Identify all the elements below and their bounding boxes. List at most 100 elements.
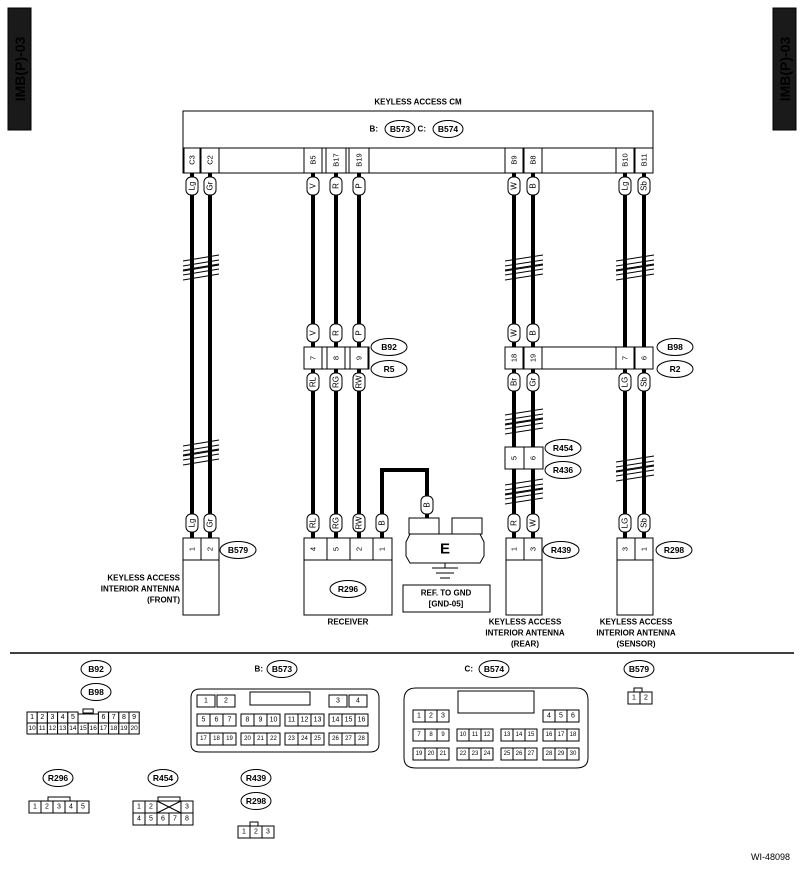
b574-view-pin: 30 xyxy=(570,751,577,757)
b98-connector-oval-label: B98 xyxy=(667,342,683,352)
wire-break-mark xyxy=(615,263,655,281)
b573-view-pin: 1 xyxy=(204,698,208,705)
r454-view-pin: 2 xyxy=(149,804,153,811)
b574-view-window xyxy=(457,690,535,714)
b574-view-pin: 10 xyxy=(460,732,467,738)
b574-view-shell xyxy=(403,687,589,769)
b574-view-pin: 8 xyxy=(429,732,433,738)
wire-break-mark xyxy=(182,263,220,281)
r296-view-pin: 5 xyxy=(81,804,85,811)
wire-color-tag xyxy=(526,323,540,343)
sensor-pin-0: 3 xyxy=(621,547,630,551)
b579-cell xyxy=(639,691,653,705)
b573-view-pin: 24 xyxy=(301,736,308,742)
wire-color-tag xyxy=(507,513,521,533)
wire-color-tag xyxy=(526,176,540,196)
wire-color-tag xyxy=(507,323,521,343)
wire-b92-bottom-0-text: RL xyxy=(309,376,318,387)
wire-bottom-5-text: R xyxy=(510,520,519,526)
wire-break-mark xyxy=(504,417,544,435)
b574-view-pin: 6 xyxy=(571,713,575,720)
wire-color-tag xyxy=(329,323,343,343)
cm-c-prefix: C: xyxy=(418,125,426,134)
wire-color-tag xyxy=(352,372,366,392)
b574-cell xyxy=(524,747,538,761)
b574-view-pin: 26 xyxy=(516,751,523,757)
b92-pin-1: 8 xyxy=(332,356,341,360)
b573-view-pin: 14 xyxy=(332,717,340,724)
b98-pin-cell xyxy=(634,346,654,370)
b574-cell xyxy=(480,747,494,761)
connector-oval xyxy=(219,541,257,559)
wire-break-mark xyxy=(504,487,544,505)
view-r296-oval: R296 xyxy=(42,769,74,787)
view-b579-oval: B579 xyxy=(623,660,655,678)
wire-color-tag xyxy=(306,372,320,392)
wire-top-7: Lg xyxy=(618,176,632,196)
wire-break-mark xyxy=(615,455,655,473)
b98-pin-0: 18 xyxy=(510,354,519,362)
b573-cell xyxy=(354,732,369,746)
b92-view-pin: 2 xyxy=(40,714,44,721)
r454-x xyxy=(156,800,182,814)
view-r439-oval: R439 xyxy=(240,769,272,787)
wire-b98-bottom-2-text: LG xyxy=(621,377,630,388)
r296-connector-oval-label: R296 xyxy=(338,584,359,594)
wire-b98-top-1-text: B xyxy=(529,330,538,335)
connector-oval xyxy=(544,461,582,479)
wire-top-1-text: Gr xyxy=(206,181,215,190)
r298-connector-oval-label: R298 xyxy=(664,545,685,555)
r439-connector-oval-label: R439 xyxy=(551,545,572,555)
wire-b92-top-2: P xyxy=(352,323,366,343)
b574-view-pin: 18 xyxy=(570,732,577,738)
wire-break-mark xyxy=(182,439,220,457)
b573-view-pin: 6 xyxy=(215,717,219,724)
wire-b98-bottom-1-text: Gr xyxy=(529,377,538,386)
b92-view-pin: 13 xyxy=(59,725,67,732)
cm-pin-5: B9 xyxy=(510,155,519,164)
connector-oval xyxy=(240,792,272,810)
ground-letter: E xyxy=(440,541,450,558)
view-b573-oval: B573 xyxy=(266,660,298,678)
b92-view-pin: 19 xyxy=(120,725,128,732)
ground-ref-1: REF. TO GND xyxy=(421,589,472,598)
view-r439-oval-label: R439 xyxy=(246,773,267,783)
b573-view-pin: 25 xyxy=(314,736,321,742)
b92-view-pin: 20 xyxy=(130,725,138,732)
r296-connector-oval: R296 xyxy=(329,580,367,598)
b579-connector-oval-label: B579 xyxy=(228,545,249,555)
b573-view-pin: 13 xyxy=(314,717,322,724)
front-pin-1: 2 xyxy=(206,547,215,551)
b574-view-pin: 9 xyxy=(441,732,445,738)
r454-view-pin: 8 xyxy=(185,816,189,823)
wire-bottom-4-text: RW xyxy=(355,516,364,530)
connector-oval xyxy=(80,683,112,701)
wire-bottom-1-text: Gr xyxy=(206,518,215,527)
wire-color-tag xyxy=(618,513,632,533)
r454-view-pin: 4 xyxy=(137,816,141,823)
receiver-pin-3: 1 xyxy=(378,547,387,551)
ground-wire-tag-bottom-text: B xyxy=(378,520,387,525)
page-tag-right-box xyxy=(772,7,797,131)
wire-color-tag xyxy=(618,176,632,196)
b92-view-pin: 6 xyxy=(102,714,106,721)
b92-view-pin: 18 xyxy=(110,725,118,732)
cm-pin-7: B10 xyxy=(621,153,630,166)
b98-pin-cell xyxy=(504,346,524,370)
b92-pin-2: 9 xyxy=(355,356,364,360)
front-antenna-label-2: INTERIOR ANTENNA xyxy=(101,585,180,594)
wire-color-tag xyxy=(618,372,632,392)
wire-color-tag xyxy=(507,176,521,196)
r454-view-pin: 1 xyxy=(137,804,141,811)
b92-connector-oval-label: B92 xyxy=(381,342,397,352)
r454-connector-oval-label: R454 xyxy=(553,443,574,453)
b574-view-pin: 1 xyxy=(417,713,421,720)
view-b574-prefix: C: xyxy=(465,665,473,674)
r296-view-pin: 1 xyxy=(33,804,37,811)
b92-view-pin: 10 xyxy=(28,725,36,732)
connector-oval xyxy=(544,439,582,457)
b92-view-pin: 17 xyxy=(100,725,108,732)
b573-view-pin: 2 xyxy=(224,698,228,705)
b573-cell xyxy=(222,732,237,746)
b574-view-pin: 23 xyxy=(472,751,479,757)
